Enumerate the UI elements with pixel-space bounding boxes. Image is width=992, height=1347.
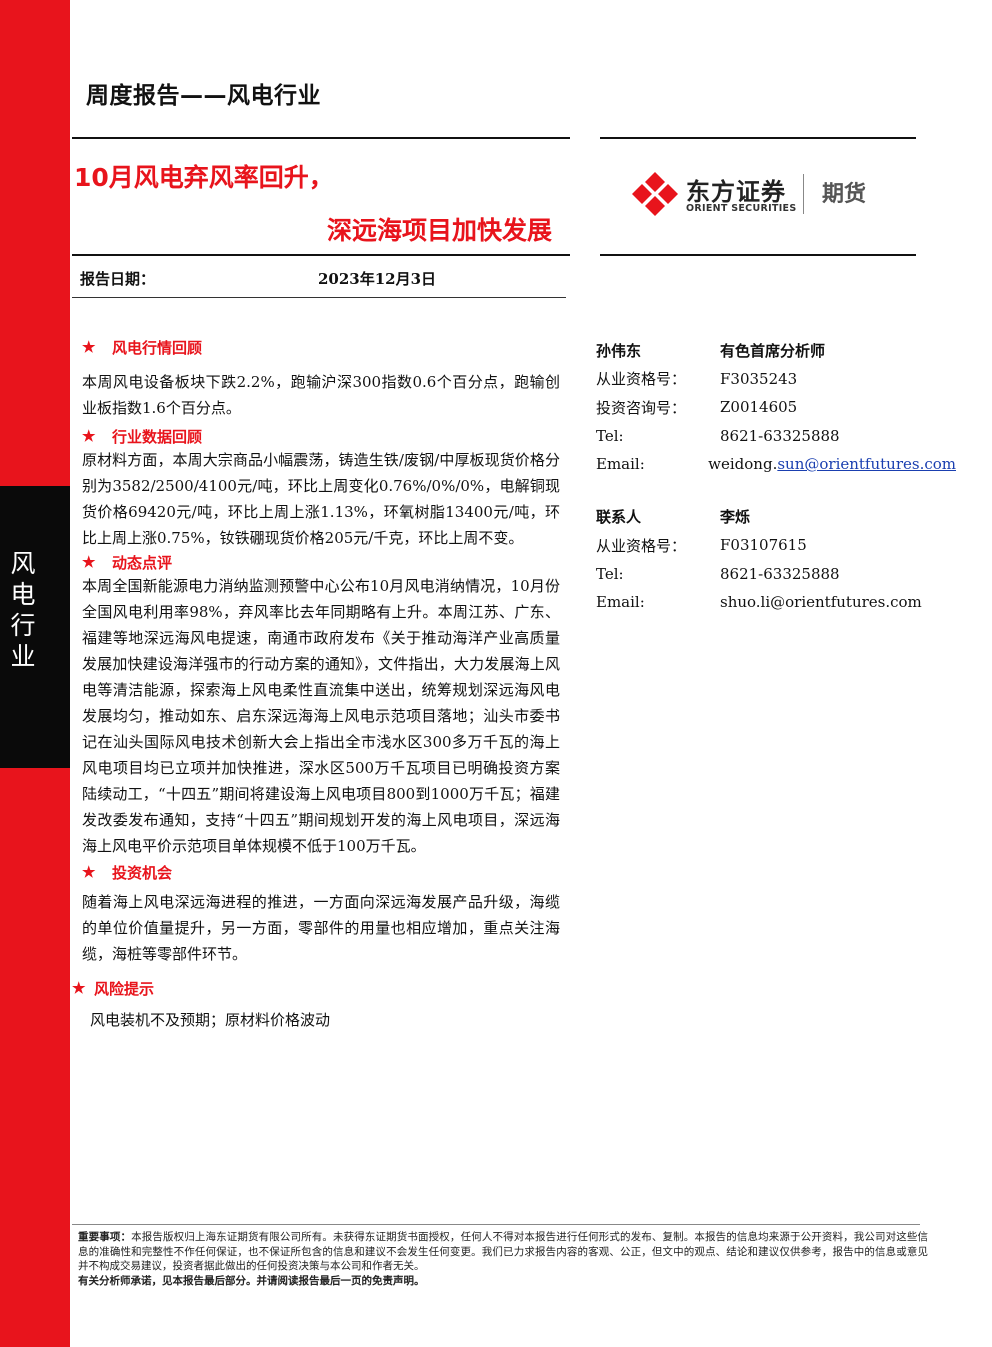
orient-logo-icon xyxy=(632,172,678,216)
logo-suffix: 期货 xyxy=(822,182,867,207)
analyst-name: 孙伟东 xyxy=(596,341,642,360)
date-label: 报告日期： xyxy=(80,270,156,288)
side-category-label: 风 电 行 业 xyxy=(10,549,36,671)
analyst-commitment: 有关分析师承诺，见本报告最后部分。并请阅读报告最后一页的免责声明。 xyxy=(78,1274,425,1287)
report-summary: ★ 风电行情回顾 本周风电设备板块下跌2.2%，跑输沪深300指数0.6个百分点… xyxy=(72,336,560,1033)
section-body: 本周风电设备板块下跌2.2%，跑输沪深300指数0.6个百分点，跑输创业板指数1… xyxy=(82,373,560,417)
report-title-line2: 深远海项目加快发展 xyxy=(326,216,552,245)
contact-row: Tel: 8621-63325888 xyxy=(596,564,840,583)
section-body: 风电装机不及预期；原材料价格波动 xyxy=(90,1011,331,1029)
title-bottom-rule xyxy=(72,254,570,256)
section-body: 原材料方面，本周大宗商品小幅震荡，铸造生铁/废钢/中厚板现货价格分别为3582/… xyxy=(82,451,560,547)
report-title-line1: 10月风电弃风率回升， xyxy=(74,163,334,192)
analyst-email[interactable]: weidong.sun@orientfutures.com xyxy=(708,455,956,474)
section-heading: ★ 风电行情回顾 xyxy=(82,338,203,357)
section-heading: ★ 动态点评 xyxy=(82,553,173,572)
contact-name: 李烁 xyxy=(720,508,751,527)
section-heading: ★ 风险提示 xyxy=(72,979,155,998)
analyst-info: 孙伟东 有色首席分析师 从业资格号： F3035243 投资咨询号： Z0014… xyxy=(596,336,956,617)
star-icon: ★ xyxy=(82,863,96,881)
logo-bottom-rule xyxy=(600,254,916,256)
title-top-rule xyxy=(72,137,570,139)
star-icon: ★ xyxy=(72,979,86,997)
notice-text: 本报告版权归上海东证期货有限公司所有。未获得东证期货书面授权，任何人不得对本报告… xyxy=(78,1231,929,1273)
analyst-row: 投资咨询号： Z0014605 xyxy=(596,398,798,417)
contact-row: Email: shuo.li@orientfutures.com xyxy=(596,593,922,612)
section-body: 本周全国新能源电力消纳监测预警中心公布10月风电消纳情况，10月份全国风电利用率… xyxy=(82,577,560,855)
report-date: 2023年12月3日 xyxy=(318,270,437,288)
contact-row: 从业资格号： F03107615 xyxy=(596,536,807,555)
analyst-name-row: 孙伟东 有色首席分析师 xyxy=(596,336,956,365)
logo-name-cn: 东方证券 xyxy=(686,178,786,206)
side-category-block xyxy=(0,486,70,768)
analyst-row: 从业资格号： F3035243 xyxy=(596,369,798,389)
analyst-title: 有色首席分析师 xyxy=(720,341,826,360)
section-heading: ★ 投资机会 xyxy=(82,863,173,882)
email-link[interactable]: sun@orientfutures.com xyxy=(777,455,956,474)
footer-rule xyxy=(72,1224,920,1225)
disclaimer: 重要事项：本报告版权归上海东证期货有限公司所有。未获得东证期货书面授权，任何人不… xyxy=(78,1230,928,1288)
notice-label: 重要事项： xyxy=(78,1231,132,1243)
date-rule xyxy=(72,297,566,298)
contact-email[interactable]: shuo.li@orientfutures.com xyxy=(720,593,922,612)
contact-label: 联系人 xyxy=(596,508,642,527)
star-icon: ★ xyxy=(82,338,96,356)
logo-divider xyxy=(803,174,804,214)
star-icon: ★ xyxy=(82,553,96,571)
analyst-row: Tel: 8621-63325888 xyxy=(596,426,840,445)
report-type: 周度报告——风电行业 xyxy=(86,83,321,109)
star-icon: ★ xyxy=(82,427,96,445)
section-body: 随着海上风电深远海进程的推进，一方面向深远海发展产品升级，海缆的单位价值量提升，… xyxy=(82,893,560,963)
logo-top-rule xyxy=(600,137,916,139)
contact-name-row: 联系人 李烁 xyxy=(596,503,956,532)
section-heading: ★ 行业数据回顾 xyxy=(82,427,203,446)
logo-name-en: ORIENT SECURITIES xyxy=(686,203,797,214)
analyst-email-row: Email: weidong.sun@orientfutures.com xyxy=(596,455,956,474)
